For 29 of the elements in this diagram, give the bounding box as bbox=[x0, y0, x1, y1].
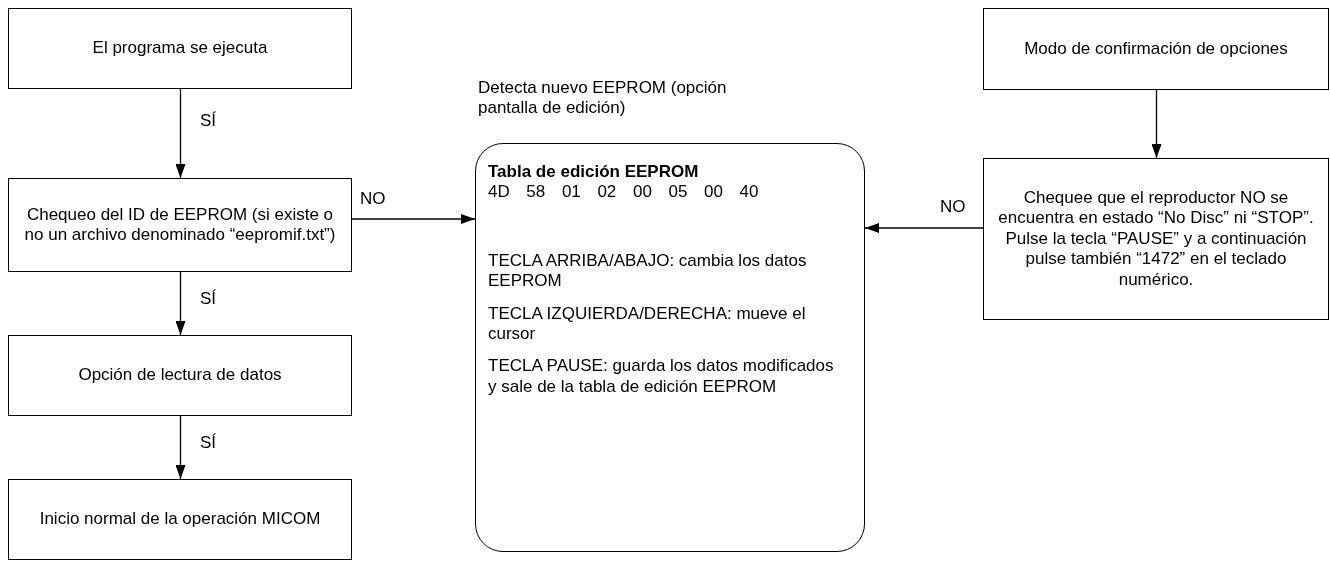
process-box bbox=[983, 8, 1329, 90]
arrow bbox=[175, 415, 186, 480]
process-box bbox=[8, 178, 352, 272]
arrow bbox=[1151, 89, 1162, 159]
process-box bbox=[8, 8, 352, 89]
arrow bbox=[864, 223, 984, 233]
box-text: Chequee que el reproductor NO se encuentra en estado “No Disc” ni “STOP”. Pulse la tecla “PAUSE” y a continuación pulse también “1472” en el teclado numérico. bbox=[997, 188, 1315, 290]
box-text: Chequeo del ID de EEPROM (si existe o no un archivo denominado “eepromif.txt”) bbox=[23, 204, 337, 246]
edge-label: SÍ bbox=[198, 434, 219, 451]
box-text: Inicio normal de la operación MICOM bbox=[39, 509, 321, 530]
key-description: TECLA IZQUIERDA/DERECHA: mueve el cursor bbox=[488, 303, 807, 345]
key-description: TECLA PAUSE: guarda los datos modificados y sale de la tabla de edición EEPROM bbox=[488, 356, 835, 398]
box-text: Opción de lectura de datos bbox=[78, 365, 282, 386]
key-description: TECLA ARRIBA/ABAJO: cambia los datos EEPROM bbox=[488, 250, 808, 292]
hex-values: 4D 58 01 02 00 05 00 40 bbox=[488, 182, 759, 203]
box-heading: Detecta nuevo EEPROM (opción pantalla de edición) bbox=[478, 78, 728, 119]
edge-label: SÍ bbox=[198, 112, 219, 129]
arrow bbox=[175, 271, 186, 336]
box-text: El programa se ejecuta bbox=[92, 38, 268, 59]
table-title: Tabla de edición EEPROM bbox=[488, 162, 699, 183]
process-box bbox=[983, 158, 1329, 320]
arrow bbox=[351, 214, 476, 224]
edge-label: NO bbox=[938, 198, 968, 215]
arrow bbox=[175, 88, 186, 179]
process-box bbox=[8, 335, 352, 416]
edge-label: SÍ bbox=[198, 290, 219, 307]
edge-label: NO bbox=[358, 190, 388, 207]
process-box bbox=[8, 479, 352, 560]
box-text: Modo de confirmación de opciones bbox=[1024, 38, 1288, 60]
